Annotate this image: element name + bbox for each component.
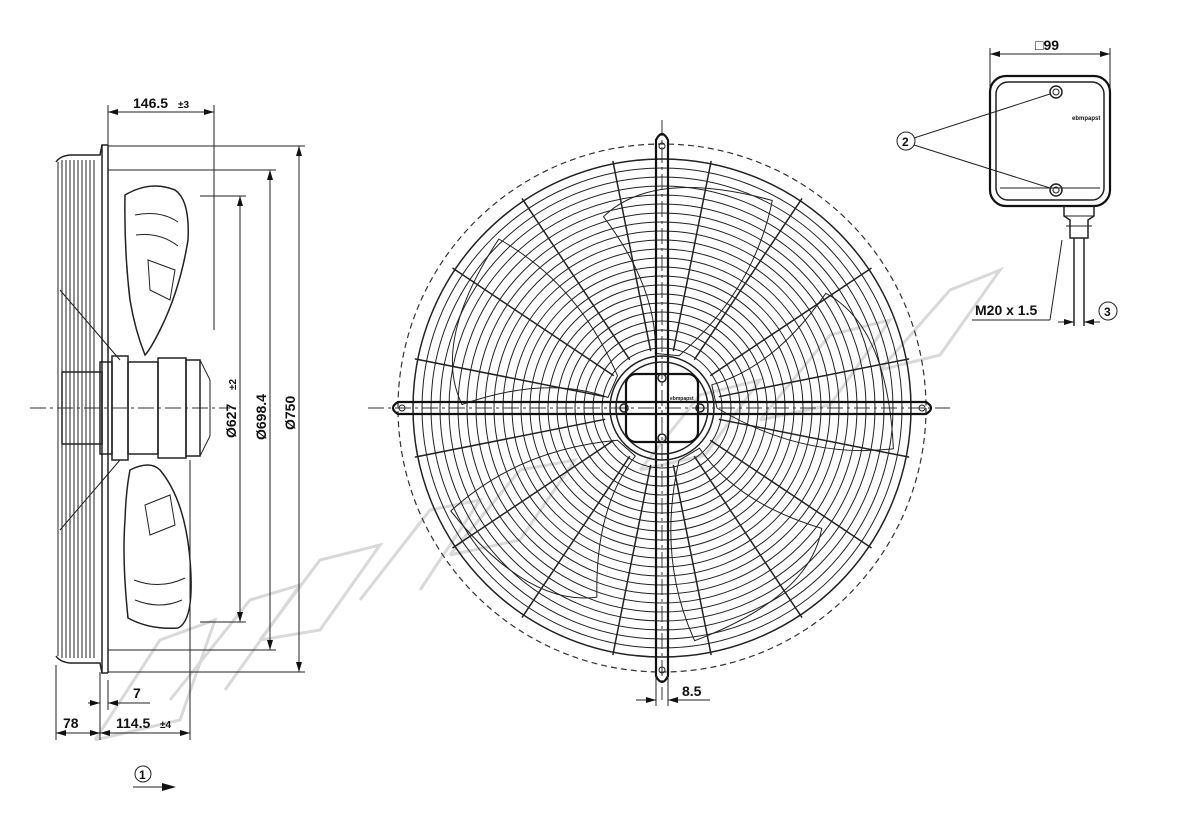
guard-spoke bbox=[414, 358, 606, 398]
guard-ring bbox=[511, 257, 813, 559]
guard-ring bbox=[556, 302, 768, 514]
terminal-box-body bbox=[988, 74, 1112, 208]
front-hub: ebmpapst bbox=[609, 355, 715, 461]
fan-blade bbox=[602, 187, 773, 357]
guard-ring bbox=[547, 293, 777, 523]
guard-spoke bbox=[693, 198, 803, 361]
guard-ring bbox=[538, 284, 786, 532]
dim-guard-depth: 78 bbox=[63, 715, 79, 731]
side-blade-upper bbox=[124, 185, 189, 357]
guard-ring bbox=[466, 212, 858, 604]
callout-cable-circle bbox=[1098, 301, 1118, 321]
guard-ring bbox=[475, 221, 849, 595]
guard-spoke bbox=[414, 418, 606, 458]
dim-diameter-mid: Ø698.4 bbox=[253, 394, 269, 440]
callout-screws-number: 2 bbox=[902, 135, 909, 149]
guard-ring bbox=[502, 248, 822, 568]
guard-ring bbox=[493, 239, 831, 577]
callout-airflow-circle bbox=[134, 765, 152, 783]
dim-box-size: □99 bbox=[1035, 37, 1059, 53]
side-view: 146.5 ±3 Ø627 ±2 Ø698.4 Ø750 7 bbox=[30, 95, 305, 791]
box-screw-bottom bbox=[1049, 183, 1063, 197]
side-motor bbox=[61, 355, 211, 461]
dim-flange-thickness: 7 bbox=[133, 685, 141, 701]
guard-ring bbox=[421, 167, 903, 649]
callout-airflow-number: 1 bbox=[139, 768, 146, 782]
box-screw-top bbox=[1049, 85, 1063, 99]
dim-diameter-outer: Ø750 bbox=[282, 396, 298, 430]
fan-blade bbox=[670, 447, 823, 642]
dim-hub-depth-tol: ±4 bbox=[160, 720, 171, 731]
front-outer-diameter bbox=[397, 143, 927, 673]
side-blade-lower bbox=[123, 464, 192, 630]
guard-spoke bbox=[672, 160, 712, 352]
callout-cable-number: 3 bbox=[1104, 305, 1111, 319]
dim-mount-slot: 8.5 bbox=[682, 683, 702, 699]
terminal-box: □99 ebmpapst 2 M20 x 1.5 bbox=[896, 37, 1118, 326]
guard-ring bbox=[448, 194, 876, 622]
guard-ring bbox=[457, 203, 867, 613]
dim-depth-total: 146.5 bbox=[133, 95, 168, 111]
guard-ring bbox=[529, 275, 795, 541]
guard-spoke bbox=[672, 464, 712, 656]
front-guard-spokes bbox=[414, 160, 910, 656]
guard-ring bbox=[412, 158, 912, 658]
guard-ring bbox=[484, 230, 840, 586]
guard-spoke bbox=[718, 358, 910, 398]
guard-spoke bbox=[521, 455, 631, 618]
cable-gland bbox=[1063, 206, 1095, 326]
airflow-arrow-icon bbox=[162, 783, 176, 791]
guard-ring bbox=[430, 176, 894, 640]
front-guard-rings bbox=[412, 158, 912, 658]
guard-ring bbox=[574, 320, 750, 496]
guard-spoke bbox=[709, 439, 872, 549]
front-view: ebmpapst 8.5 bbox=[368, 120, 950, 706]
dim-diameter-inner-tol: ±2 bbox=[228, 379, 239, 390]
guard-spoke bbox=[709, 267, 872, 377]
dim-hub-depth: 114.5 bbox=[116, 715, 150, 731]
guard-ring bbox=[520, 266, 804, 550]
guard-ring bbox=[565, 311, 759, 505]
fan-blade bbox=[450, 439, 636, 599]
guard-spoke bbox=[452, 267, 615, 377]
callout-screws-circle bbox=[896, 131, 916, 151]
dim-depth-total-tol: ±3 bbox=[178, 100, 189, 111]
box-logo: ebmpapst bbox=[1072, 116, 1100, 122]
fan-blade bbox=[711, 292, 894, 452]
guard-ring bbox=[601, 347, 723, 469]
guard-spoke bbox=[521, 198, 631, 361]
hub-logo: ebmpapst bbox=[670, 396, 694, 402]
guard-ring bbox=[583, 329, 741, 487]
guard-spoke bbox=[452, 439, 615, 549]
dim-diameter-inner: Ø627 bbox=[223, 404, 239, 438]
cable-gland-thread: M20 x 1.5 bbox=[975, 302, 1037, 318]
guard-ring bbox=[592, 338, 732, 478]
guard-spoke bbox=[612, 464, 652, 656]
fan-blade bbox=[451, 238, 619, 406]
front-fan-blades bbox=[450, 187, 894, 642]
guard-ring bbox=[439, 185, 885, 631]
guard-spoke bbox=[612, 160, 652, 352]
